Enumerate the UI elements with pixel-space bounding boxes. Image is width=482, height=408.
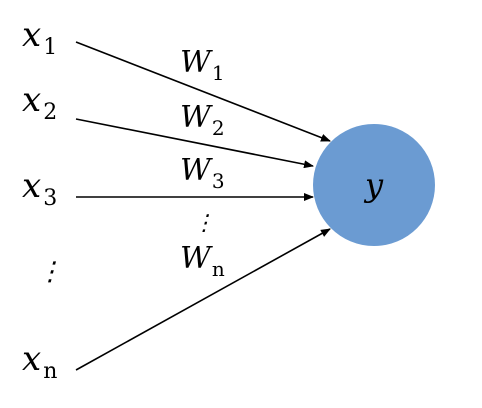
input-label-ellipsis: ⋮	[37, 257, 63, 287]
edge-xn-to-y	[75, 228, 331, 371]
input-label-x1: x1	[22, 15, 57, 60]
edge-x2-to-y	[75, 118, 314, 169]
input-label-xn: xn	[22, 339, 57, 384]
weight-label-wn: Wn	[180, 241, 225, 281]
output-label: y	[363, 166, 384, 204]
weight-label-ellipsis: ⋮	[193, 211, 215, 236]
output-node	[313, 124, 435, 246]
input-label-x3: x3	[22, 166, 57, 211]
weight-label-w2: W2	[180, 100, 225, 140]
edge-x1-to-y	[75, 41, 331, 142]
weight-label-w3: W3	[180, 153, 225, 193]
input-label-x2: x2	[22, 80, 57, 125]
weight-label-w1: W1	[180, 45, 225, 85]
